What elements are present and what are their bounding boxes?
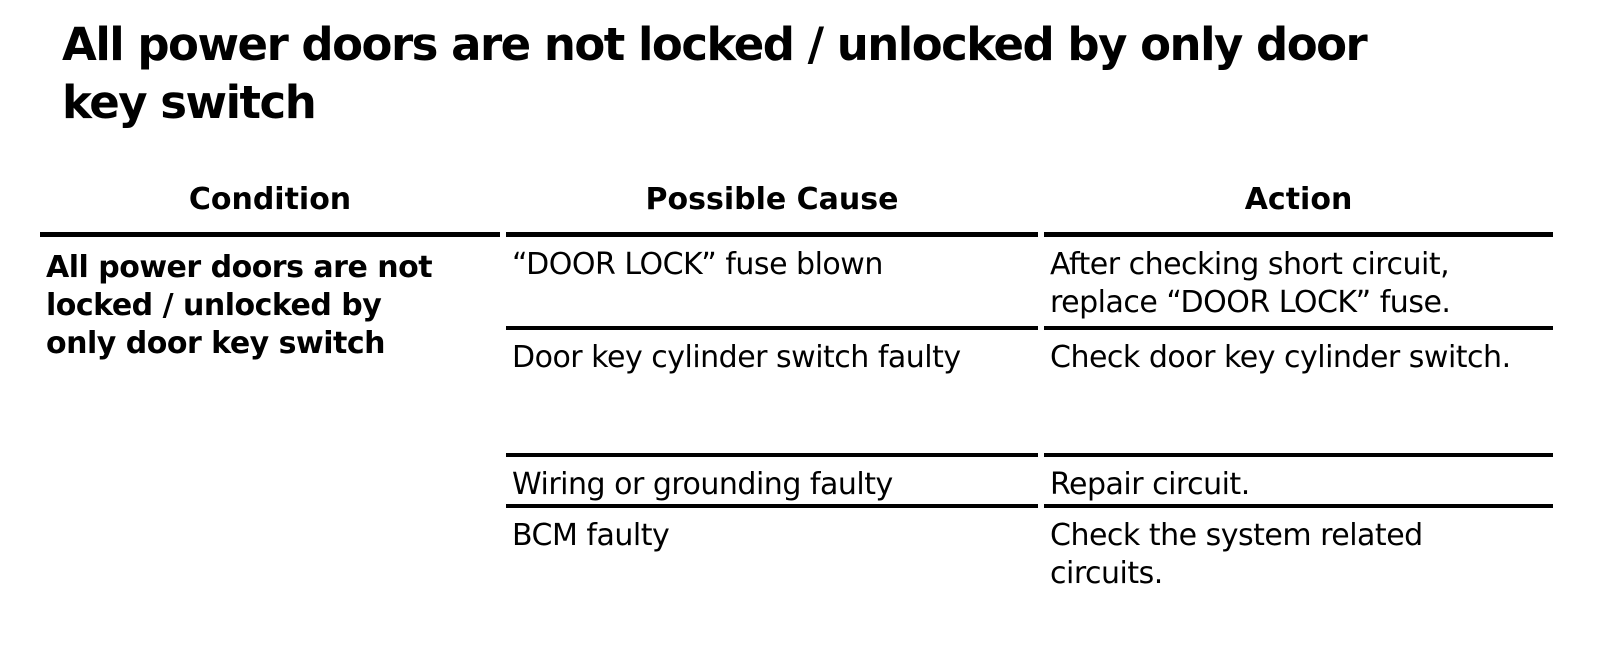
table-row: Door key cylinder switch faulty Check do… [40,330,1553,457]
page-title: All power doors are not locked / unlocke… [62,16,1560,132]
column-header-condition: Condition [40,162,500,237]
cause-text: “DOOR LOCK” fuse blown [512,247,883,282]
condition-line: All power doors are not [46,250,433,285]
cause-cell: BCM faulty [506,508,1038,628]
cause-text: BCM faulty [512,518,670,553]
column-header-possible-cause: Possible Cause [506,162,1038,237]
action-line: Check door key cylinder switch. [1050,340,1511,375]
action-line: Check the system related [1050,518,1423,553]
action-cell: Check door key cylinder switch. [1044,330,1553,457]
page-title-line-2: key switch [62,76,317,129]
action-line: After checking short circuit, [1050,247,1450,282]
action-cell: Repair circuit. [1044,457,1553,508]
table-row: BCM faulty Check the system related circ… [40,508,1553,628]
table-row: Wiring or grounding faulty Repair circui… [40,457,1553,508]
condition-line: locked / unlocked by [46,288,382,323]
action-line: Repair circuit. [1050,467,1250,502]
cause-text: Door key cylinder switch faulty [512,340,961,375]
cause-text: Wiring or grounding faulty [512,467,893,502]
header-row: Condition Possible Cause Action [40,162,1553,237]
page-title-line-1: All power doors are not locked / unlocke… [62,18,1368,71]
action-cell: Check the system related circuits. [1044,508,1553,628]
condition-line: only door key switch [46,326,386,361]
action-cell: After checking short circuit, replace “D… [1044,237,1553,330]
cause-cell: Door key cylinder switch faulty [506,330,1038,457]
cause-cell: “DOOR LOCK” fuse blown [506,237,1038,330]
cause-cell: Wiring or grounding faulty [506,457,1038,508]
column-header-action: Action [1044,162,1553,237]
action-line: circuits. [1050,556,1163,591]
troubleshooting-table: Condition Possible Cause Action All powe… [34,162,1559,628]
action-line: replace “DOOR LOCK” fuse. [1050,285,1451,320]
table-row: All power doors are not locked / unlocke… [40,237,1553,361]
condition-cell: All power doors are not locked / unlocke… [40,237,500,628]
